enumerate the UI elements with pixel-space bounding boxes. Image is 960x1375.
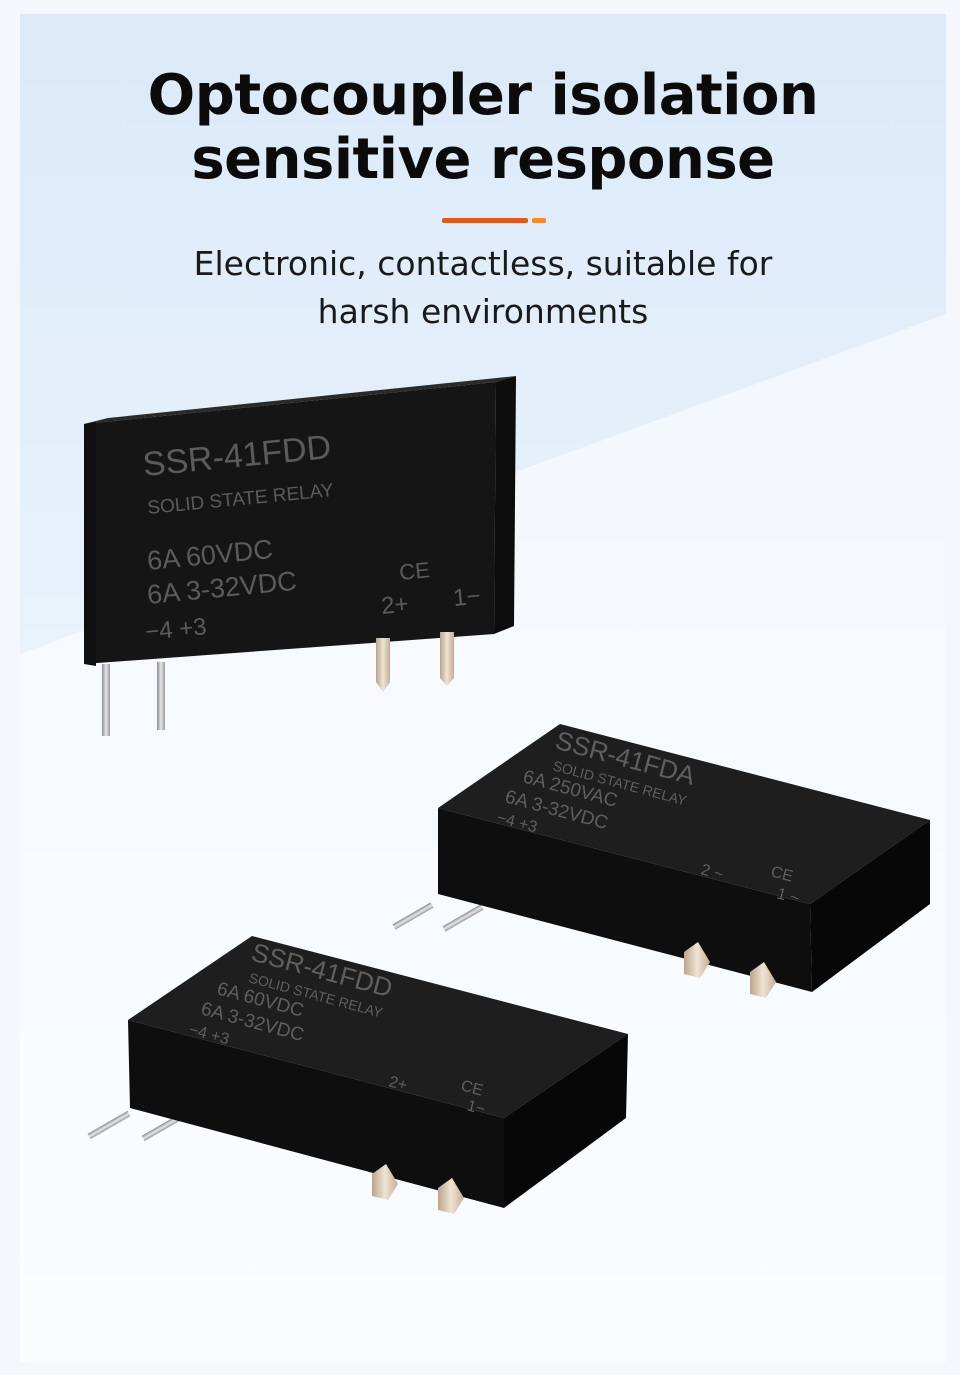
relay1-terminal-2: 2+ xyxy=(380,590,410,619)
accent-bar xyxy=(442,218,528,223)
relay-ssr-41fdd-front: SSR-41FDD SOLID STATE RELAY 6A 60VDC 6A … xyxy=(84,376,516,736)
product-banner: Optocoupler isolation sensitive response… xyxy=(20,14,946,1362)
relay2-terminal-2: 2 ~ xyxy=(699,861,725,883)
relay1-terminal-input: −4 +3 xyxy=(144,613,208,646)
headline-line-1: Optocoupler isolation xyxy=(147,63,819,128)
relay-ssr-41fda: SSR-41FDA SOLID STATE RELAY 6A 250VAC 6A… xyxy=(392,724,930,998)
relay3-terminal-2: 2+ xyxy=(387,1073,409,1094)
headline-line-2: sensitive response xyxy=(191,127,775,192)
relay2-ce-mark: CE xyxy=(769,863,795,885)
subtitle-line-2: harsh environments xyxy=(317,292,649,331)
relay3-terminal-1: 1− xyxy=(465,1097,487,1118)
relay-ssr-41fdd-lying: SSR-41FDD SOLID STATE RELAY 6A 60VDC 6A … xyxy=(87,936,628,1214)
relay2-terminal-1: 1 ~ xyxy=(775,885,801,907)
relay1-terminal-1: 1− xyxy=(452,582,482,611)
accent-bar-tail xyxy=(532,218,546,223)
relay-illustrations: SSR-41FDD SOLID STATE RELAY 6A 60VDC 6A … xyxy=(84,376,930,1214)
relay3-ce-mark: CE xyxy=(459,1077,485,1099)
subtitle-line-1: Electronic, contactless, suitable for xyxy=(193,244,773,283)
relay1-ce-mark: CE xyxy=(398,557,431,585)
